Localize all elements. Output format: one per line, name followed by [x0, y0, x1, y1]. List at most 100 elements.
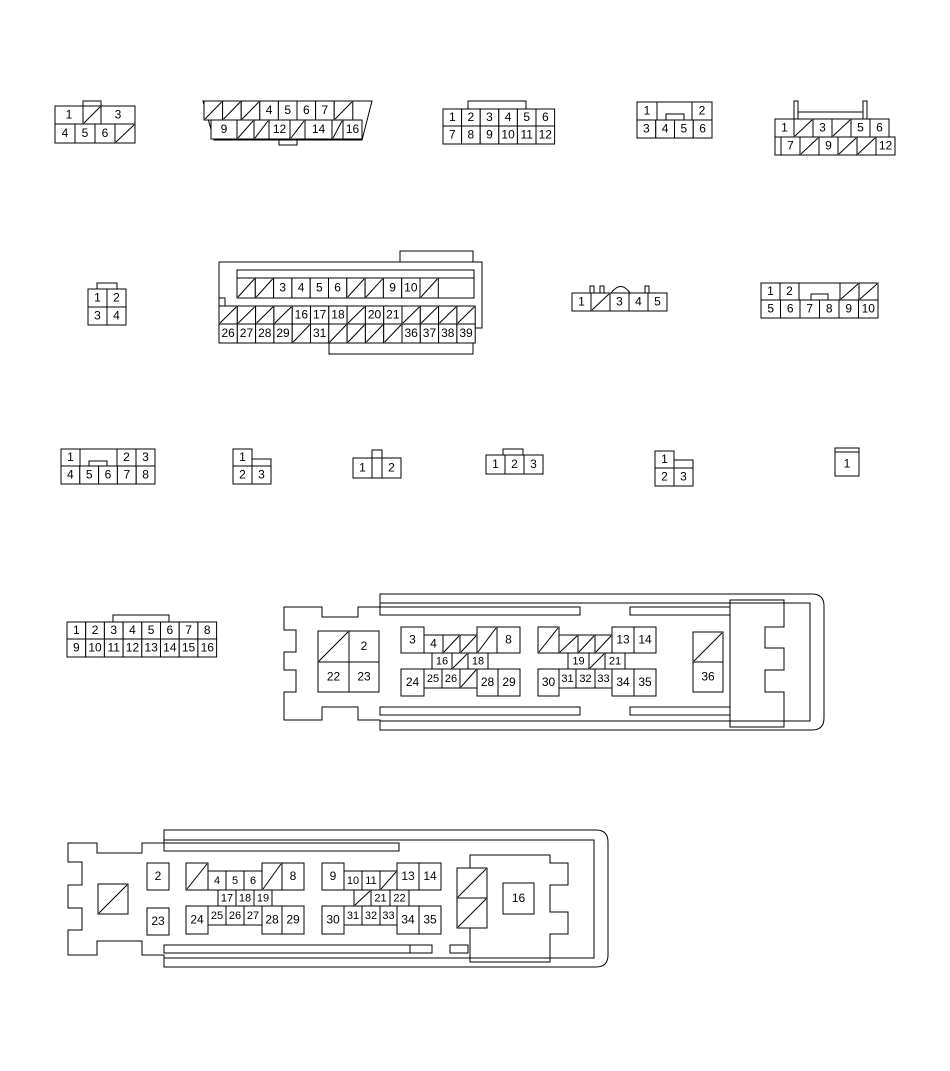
- pin-cell: [875, 136, 896, 156]
- unused-pin-slash: [859, 283, 878, 300]
- pin-number: 8: [505, 633, 512, 647]
- pin-number: 2: [388, 461, 395, 475]
- pin-number: 3: [142, 450, 149, 464]
- pin-cell: [317, 661, 350, 693]
- pin-number: 28: [258, 326, 272, 340]
- pin-number: 1: [73, 623, 80, 637]
- pin-number: 2: [699, 104, 706, 118]
- pin-number: 29: [502, 675, 516, 689]
- unused-pin-slash: [186, 863, 208, 890]
- housing-outline: [112, 614, 170, 623]
- pin-number: 33: [382, 910, 394, 922]
- pin-cell: [418, 905, 442, 935]
- pin-number: 2: [661, 470, 668, 484]
- pin-number: 11: [365, 875, 376, 887]
- unused-pin-slash: [292, 324, 310, 343]
- pin-number: 8: [826, 302, 833, 316]
- unused-pin-slash: [115, 124, 135, 143]
- pin-number: 10: [88, 641, 102, 655]
- pin-cell: [633, 626, 657, 654]
- pin-cell: [146, 862, 170, 891]
- unused-pin-slash: [578, 635, 595, 653]
- unused-pin-slash: [262, 863, 282, 890]
- pin-number: 2: [361, 639, 368, 653]
- pin-number: 4: [266, 103, 273, 117]
- housing-outline: [163, 842, 400, 852]
- unused-pin-slash: [318, 631, 349, 662]
- unused-pin-slash: [595, 635, 612, 653]
- pin-number: 2: [468, 110, 475, 124]
- unused-pin-slash: [354, 890, 371, 906]
- pin-cell: [858, 299, 879, 319]
- pin-number: 3: [819, 121, 826, 135]
- pin-number: 5: [681, 122, 688, 136]
- housing-outline: [251, 458, 272, 467]
- pin-number: 7: [806, 302, 813, 316]
- housing-outline: [379, 706, 581, 716]
- pin-number: 32: [365, 910, 377, 922]
- pin-number: 1: [578, 295, 585, 309]
- pin-number: 3: [409, 633, 416, 647]
- housing-outline: [610, 286, 631, 294]
- pin-number: 23: [357, 670, 371, 684]
- pin-number: 31: [347, 910, 359, 922]
- pin-number: 24: [406, 675, 420, 689]
- unused-pin-slash: [693, 632, 723, 662]
- pin-number: 7: [787, 139, 794, 153]
- pin-number: 2: [239, 468, 246, 482]
- pin-number: 1: [844, 457, 851, 471]
- pin-number: 8: [204, 623, 211, 637]
- unused-pin-slash: [840, 283, 859, 300]
- pin-number: 3: [110, 623, 117, 637]
- housing-outline: [599, 285, 605, 294]
- pin-number: 17: [313, 308, 327, 322]
- pin-number: 3: [643, 122, 650, 136]
- unused-pin-slash: [443, 635, 460, 653]
- unused-pin-slash: [538, 627, 559, 653]
- unused-pin-slash: [832, 119, 851, 137]
- pin-number: 20: [368, 308, 382, 322]
- pin-number: 11: [108, 641, 121, 655]
- pin-number: 6: [787, 302, 794, 316]
- pin-number: 5: [86, 468, 93, 482]
- pin-cell: [497, 668, 521, 697]
- unused-pin-slash: [347, 324, 365, 343]
- pin-number: 11: [520, 128, 533, 142]
- pin-number: 1: [359, 461, 366, 475]
- unused-pin-slash: [420, 306, 438, 324]
- pin-number: 4: [662, 122, 669, 136]
- pin-cell: [647, 292, 668, 312]
- unused-pin-slash: [347, 278, 365, 298]
- pin-number: 26: [229, 910, 241, 922]
- pin-number: 12: [126, 641, 140, 655]
- housing-outline: [729, 599, 785, 728]
- pin-number: 4: [635, 295, 642, 309]
- pin-cell: [535, 125, 556, 145]
- pin-number: 15: [182, 641, 196, 655]
- pin-number: 6: [334, 281, 341, 295]
- unused-pin-slash: [559, 635, 578, 653]
- pin-number: 6: [303, 103, 310, 117]
- pin-cell: [633, 668, 657, 697]
- pin-number: 2: [786, 284, 793, 298]
- pin-cell: [135, 465, 156, 485]
- unused-pin-slash: [223, 101, 241, 120]
- pin-number: 19: [572, 655, 584, 667]
- pin-cell: [418, 862, 442, 891]
- pin-number: 9: [221, 122, 228, 136]
- housing-outline: [502, 448, 524, 456]
- pin-cell: [197, 638, 218, 658]
- pin-number: 7: [449, 128, 456, 142]
- pin-number: 5: [82, 126, 89, 140]
- pin-number: 5: [232, 875, 238, 887]
- pin-number: 9: [389, 281, 396, 295]
- unused-pin-slash: [219, 306, 237, 324]
- housing-outline: [665, 113, 685, 121]
- housing-outline: [67, 829, 609, 968]
